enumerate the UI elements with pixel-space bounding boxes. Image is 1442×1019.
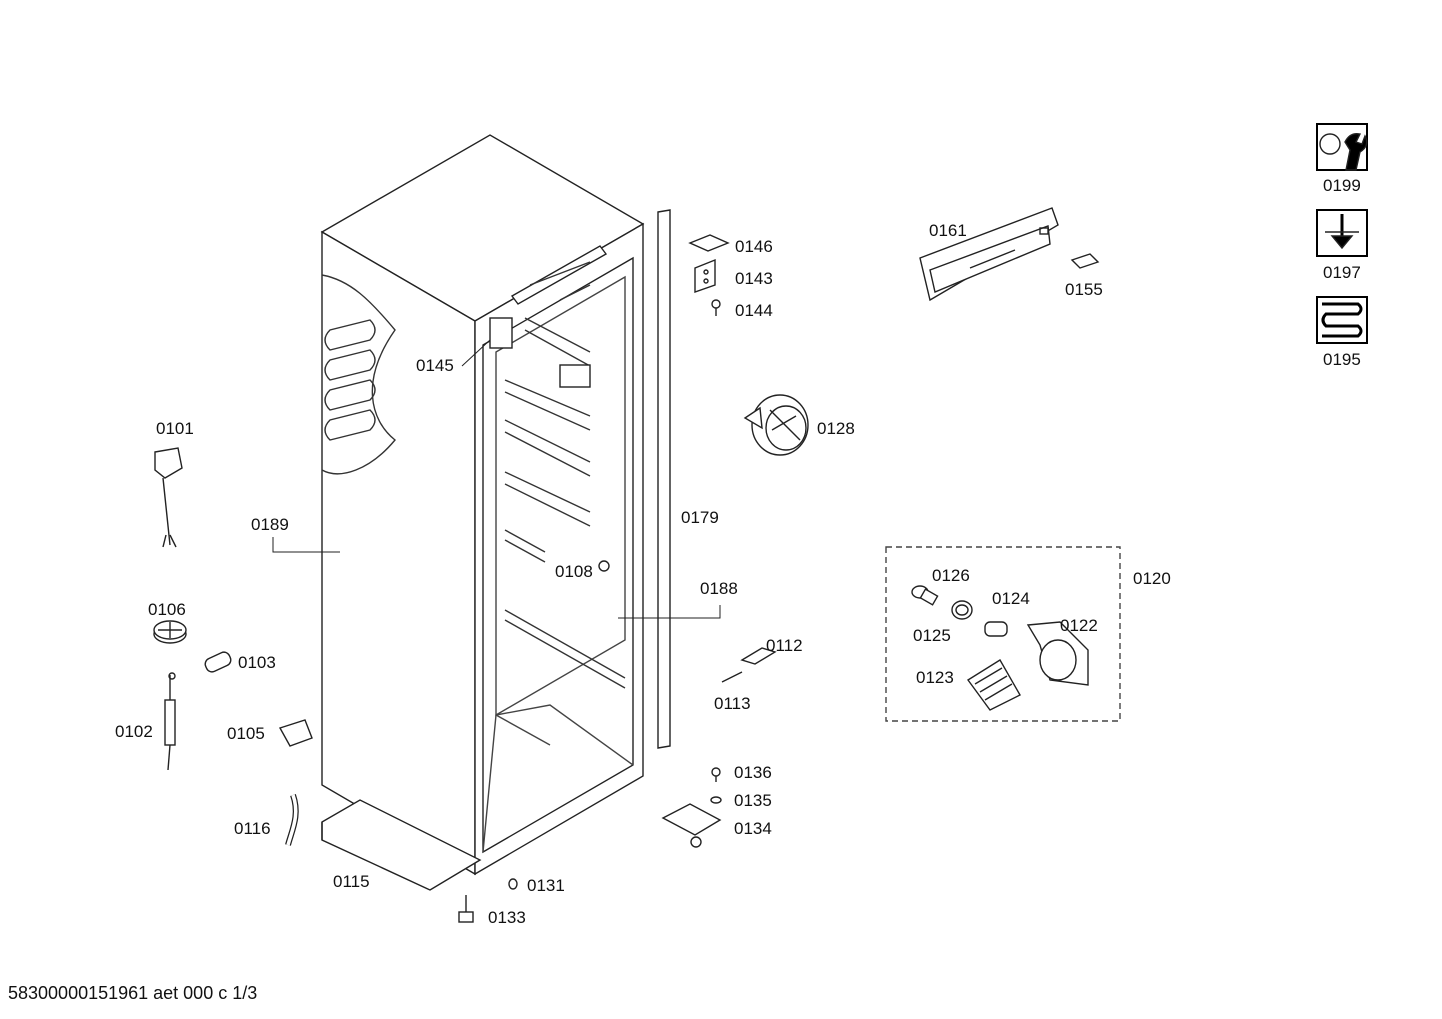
washer-0131 bbox=[508, 878, 518, 890]
label-0106: 0106 bbox=[148, 600, 186, 619]
door-seal-strip bbox=[657, 209, 671, 749]
screw-0136 bbox=[711, 767, 721, 782]
label-0103: 0103 bbox=[238, 653, 276, 672]
label-0133: 0133 bbox=[488, 908, 526, 927]
wrench-nut-icon bbox=[1316, 123, 1368, 171]
label-0102: 0102 bbox=[115, 722, 153, 741]
label-0112: 0112 bbox=[766, 636, 803, 655]
label-0188: 0188 bbox=[700, 579, 738, 598]
label-0101: 0101 bbox=[156, 419, 194, 438]
label-0145: 0145 bbox=[416, 356, 454, 375]
label-0146: 0146 bbox=[735, 237, 773, 256]
label-0189: 0189 bbox=[251, 515, 289, 534]
pin-0113 bbox=[721, 671, 743, 683]
label-0123: 0123 bbox=[916, 668, 954, 687]
label-0128: 0128 bbox=[817, 419, 855, 438]
label-0115: 0115 bbox=[333, 872, 370, 891]
temperature-sensor-0102 bbox=[164, 672, 176, 771]
label-0197: 0197 bbox=[1323, 263, 1361, 282]
sleeve-0103 bbox=[204, 651, 232, 673]
leader-lines bbox=[272, 339, 721, 619]
fridge-cabinet bbox=[320, 134, 645, 876]
label-0195: 0195 bbox=[1323, 350, 1361, 369]
label-0105: 0105 bbox=[227, 724, 265, 743]
connector-0105 bbox=[278, 719, 313, 747]
label-0131: 0131 bbox=[527, 876, 565, 895]
plug-0108 bbox=[598, 560, 610, 572]
lower-hinge-0134 bbox=[661, 803, 722, 848]
label-0126: 0126 bbox=[932, 566, 970, 585]
screw-0144 bbox=[711, 299, 721, 316]
switch-0155 bbox=[1070, 253, 1100, 269]
label-0135: 0135 bbox=[734, 791, 772, 810]
mains-cable-plug bbox=[154, 447, 183, 548]
label-0125: 0125 bbox=[913, 626, 951, 645]
adjusting-foot-0133 bbox=[458, 895, 474, 923]
label-0143: 0143 bbox=[735, 269, 773, 288]
hinge-cover-0146 bbox=[688, 234, 730, 252]
foot-wheel-0106 bbox=[153, 620, 187, 644]
screwdriver-icon bbox=[1316, 209, 1368, 257]
upper-hinge-0143 bbox=[694, 258, 716, 293]
label-0108: 0108 bbox=[555, 562, 593, 581]
document-footer-id: 58300000151961 aet 000 c 1/3 bbox=[8, 983, 258, 1003]
label-0199: 0199 bbox=[1323, 176, 1361, 195]
upper-hinge-cover bbox=[489, 317, 513, 349]
label-0120: 0120 bbox=[1133, 569, 1171, 588]
label-0179: 0179 bbox=[681, 508, 719, 527]
label-0161: 0161 bbox=[929, 221, 967, 240]
label-0134: 0134 bbox=[734, 819, 772, 838]
label-0155: 0155 bbox=[1065, 280, 1103, 299]
label-0136: 0136 bbox=[734, 763, 772, 782]
label-0124: 0124 bbox=[992, 589, 1030, 608]
condenser-coil bbox=[321, 274, 396, 475]
label-0113: 0113 bbox=[714, 694, 751, 713]
heating-coil-icon bbox=[1316, 296, 1368, 344]
fan-cover-0128 bbox=[743, 394, 809, 456]
lamp-kit-parts bbox=[911, 585, 1089, 711]
label-0116: 0116 bbox=[234, 819, 271, 838]
label-0122: 0122 bbox=[1060, 616, 1098, 635]
cover-0112 bbox=[740, 647, 777, 665]
label-0144: 0144 bbox=[735, 301, 773, 320]
base-plinth bbox=[321, 799, 482, 891]
washer-0135 bbox=[710, 796, 722, 804]
lamp-kit-box-0120 bbox=[885, 546, 1121, 722]
drain-hose-0116 bbox=[285, 794, 299, 846]
control-panel-0161 bbox=[919, 207, 1059, 302]
